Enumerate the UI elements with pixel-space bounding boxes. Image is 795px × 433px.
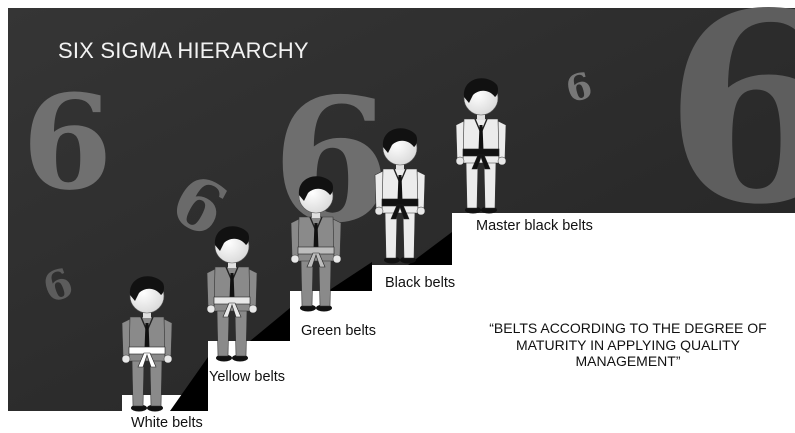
six-symbol-large-left: 6 xyxy=(22,66,112,219)
maturity-quote: “BELTS ACCORDING TO THE DEGREE OF MATURI… xyxy=(448,320,795,370)
label-master-black-belts: Master black belts xyxy=(476,218,593,234)
label-green-belts: Green belts xyxy=(301,323,376,339)
label-yellow-belts: Yellow belts xyxy=(209,369,285,385)
figure-hand xyxy=(249,305,257,313)
figure-hand xyxy=(375,207,383,215)
quote-line-2: MATURITY IN APPLYING QUALITY xyxy=(448,337,795,354)
figure-hand xyxy=(333,255,341,263)
quote-line-1: “BELTS ACCORDING TO THE DEGREE OF xyxy=(448,320,795,337)
quote-line-3: MANAGEMENT” xyxy=(448,353,795,370)
page-title: SIX SIGMA HIERARCHY xyxy=(58,38,309,64)
figure-hand xyxy=(498,157,506,165)
figure-hand xyxy=(291,255,299,263)
label-white-belts: White belts xyxy=(131,415,203,431)
figure-hand xyxy=(207,305,215,313)
figure-hand xyxy=(122,355,130,363)
figure-hand xyxy=(417,207,425,215)
figure-hand xyxy=(456,157,464,165)
label-black-belts: Black belts xyxy=(385,275,455,291)
figure-hand xyxy=(164,355,172,363)
